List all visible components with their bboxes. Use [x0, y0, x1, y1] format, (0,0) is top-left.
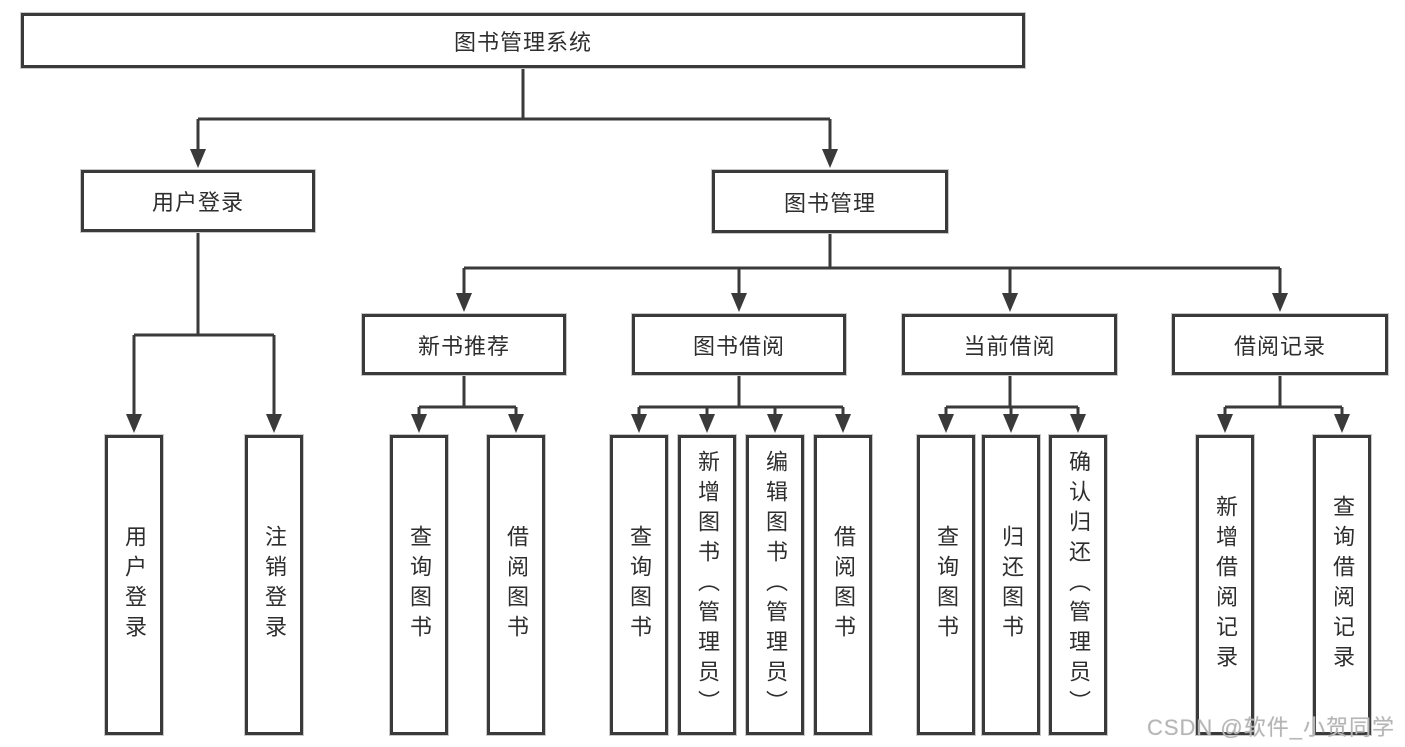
arrowhead-down-icon — [1217, 414, 1233, 433]
leaf-query-books-1: 查询图书 — [390, 435, 448, 735]
leaf-borrow-books-2-label: 借阅图书 — [831, 525, 856, 645]
leaf-confirm-return-admin-label: 确认归还（管理员） — [1066, 450, 1091, 720]
leaf-user-login-label: 用户登录 — [122, 525, 147, 645]
arrowhead-down-icon — [190, 149, 206, 168]
node-current-borrow: 当前借阅 — [902, 314, 1117, 375]
leaf-query-borrow-record: 查询借阅记录 — [1313, 435, 1371, 735]
leaf-query-books-1-label: 查询图书 — [407, 525, 432, 645]
leaf-edit-book-admin-label: 编辑图书（管理员） — [763, 450, 788, 720]
arrowhead-down-icon — [938, 414, 954, 433]
leaf-confirm-return-admin: 确认归还（管理员） — [1049, 435, 1107, 735]
arrowhead-down-icon — [1272, 293, 1288, 312]
arrowhead-down-icon — [1002, 293, 1018, 312]
csdn-watermark: CSDN @软件_小贺同学 — [1146, 715, 1395, 740]
leaf-query-books-3: 查询图书 — [917, 435, 975, 735]
node-book-borrow: 图书借阅 — [632, 314, 846, 375]
leaf-query-books-3-label: 查询图书 — [934, 525, 959, 645]
arrowhead-down-icon — [266, 414, 282, 433]
node-borrow-records-label: 借阅记录 — [1233, 333, 1326, 359]
leaf-borrow-books-1-label: 借阅图书 — [504, 525, 529, 645]
arrowhead-down-icon — [631, 414, 647, 433]
arrowhead-down-icon — [456, 293, 472, 312]
node-new-book-recommend-label: 新书推荐 — [417, 333, 510, 359]
node-current-borrow-label: 当前借阅 — [963, 333, 1056, 359]
arrowhead-down-icon — [1003, 414, 1019, 433]
leaf-return-books-label: 归还图书 — [999, 525, 1024, 645]
leaf-logout: 注销登录 — [245, 435, 303, 735]
leaf-return-books: 归还图书 — [982, 435, 1040, 735]
leaf-borrow-books-1: 借阅图书 — [487, 435, 545, 735]
leaf-query-borrow-record-label: 查询借阅记录 — [1330, 495, 1355, 675]
node-borrow-records: 借阅记录 — [1172, 314, 1388, 375]
arrowhead-down-icon — [1334, 414, 1350, 433]
leaf-add-borrow-record: 新增借阅记录 — [1196, 435, 1254, 735]
node-user-login-label: 用户登录 — [151, 190, 244, 215]
node-root-label: 图书管理系统 — [453, 29, 592, 55]
arrowhead-down-icon — [1070, 414, 1086, 433]
arrowhead-down-icon — [411, 414, 427, 433]
arrowhead-down-icon — [822, 149, 838, 168]
arrowhead-down-icon — [767, 414, 783, 433]
leaf-add-book-admin: 新增图书（管理员） — [678, 435, 736, 735]
leaf-edit-book-admin: 编辑图书（管理员） — [746, 435, 804, 735]
leaf-user-login: 用户登录 — [105, 435, 163, 735]
node-new-book-recommend: 新书推荐 — [362, 314, 566, 375]
leaf-logout-label: 注销登录 — [262, 525, 287, 645]
leaf-borrow-books-2: 借阅图书 — [814, 435, 872, 735]
node-book-borrow-label: 图书借阅 — [692, 333, 785, 359]
arrowhead-down-icon — [835, 414, 851, 433]
arrowhead-down-icon — [508, 414, 524, 433]
node-user-login: 用户登录 — [81, 170, 315, 232]
node-book-management-label: 图书管理 — [783, 190, 876, 216]
leaf-add-book-admin-label: 新增图书（管理员） — [695, 450, 720, 720]
node-book-management: 图书管理 — [712, 170, 948, 233]
node-root: 图书管理系统 — [21, 13, 1025, 68]
leaf-query-books-2: 查询图书 — [610, 435, 668, 735]
arrowhead-down-icon — [731, 293, 747, 312]
arrowhead-down-icon — [126, 414, 142, 433]
leaf-query-books-2-label: 查询图书 — [627, 525, 652, 645]
arrowhead-down-icon — [699, 414, 715, 433]
leaf-add-borrow-record-label: 新增借阅记录 — [1213, 495, 1238, 675]
